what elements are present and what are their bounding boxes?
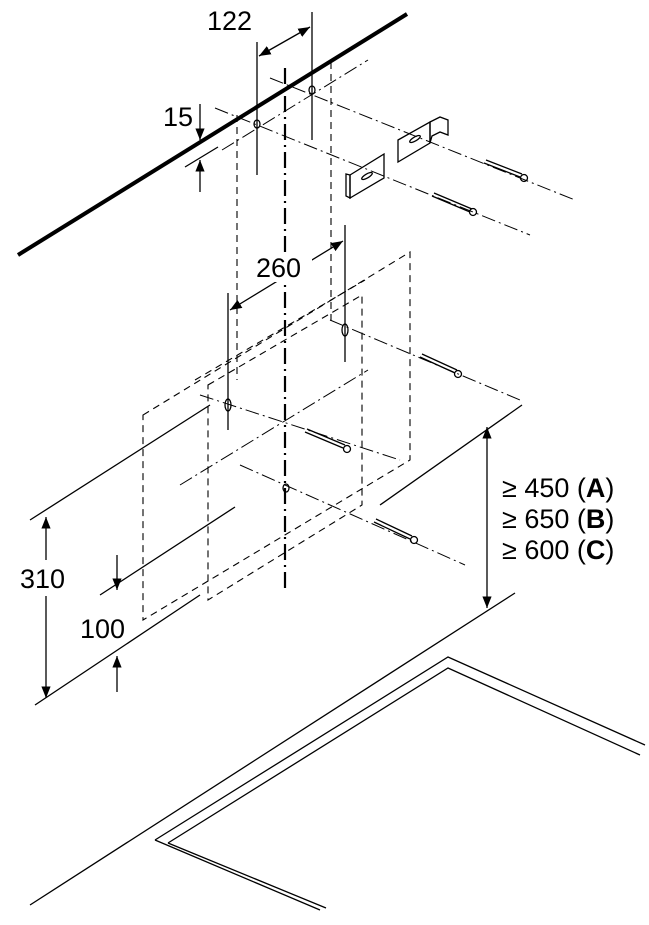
dim-label-15: 15 bbox=[163, 102, 193, 132]
screw-icon bbox=[419, 353, 463, 379]
hood-front-outline bbox=[207, 294, 363, 601]
clearance-suffix: ) bbox=[605, 535, 614, 565]
dim-arrow-122 bbox=[258, 26, 311, 57]
construction-line bbox=[239, 464, 466, 566]
screw-icon bbox=[483, 159, 529, 183]
construction-line bbox=[179, 369, 369, 486]
clearance-letter: B bbox=[586, 504, 606, 534]
ceiling-line bbox=[16, 12, 409, 257]
reference-line bbox=[99, 506, 236, 596]
clearance-prefix: ≥ 600 ( bbox=[502, 535, 586, 565]
reference-line bbox=[34, 594, 201, 706]
dim-label-310: 310 bbox=[20, 564, 65, 594]
construction-line bbox=[199, 394, 401, 461]
ceiling-offset-line bbox=[184, 146, 219, 168]
clearance-prefix: ≥ 650 ( bbox=[502, 504, 586, 534]
screw-icon bbox=[373, 518, 419, 545]
screw-icon bbox=[431, 192, 478, 217]
clearance-label-a: ≥ 450 (A) bbox=[502, 473, 614, 503]
dim-label-260: 260 bbox=[256, 253, 301, 283]
clearance-label-c: ≥ 600 (C) bbox=[502, 535, 614, 565]
construction-line bbox=[221, 59, 369, 151]
construction-line bbox=[269, 77, 576, 201]
cooktop-outline bbox=[154, 656, 646, 911]
worktop-line bbox=[29, 592, 516, 906]
clearance-suffix: ) bbox=[605, 504, 614, 534]
drill-hole-icon bbox=[282, 483, 290, 493]
hood-back-outline bbox=[142, 251, 411, 621]
hidden-line bbox=[194, 279, 366, 381]
clearance-prefix: ≥ 450 ( bbox=[502, 473, 586, 503]
reference-line bbox=[379, 404, 523, 506]
screw-icon bbox=[304, 428, 352, 454]
wall-bracket-icon bbox=[345, 152, 385, 200]
wall-bracket-icon bbox=[397, 116, 449, 164]
label-backing bbox=[18, 560, 76, 596]
label-backing bbox=[254, 252, 312, 282]
clearance-letter: C bbox=[586, 535, 606, 565]
clearance-letter: A bbox=[586, 473, 606, 503]
reference-line bbox=[29, 404, 211, 521]
construction-line bbox=[214, 107, 531, 236]
keyhole-icon bbox=[341, 323, 349, 337]
clearance-label-b: ≥ 650 (B) bbox=[502, 504, 614, 534]
dim-label-100: 100 bbox=[80, 614, 125, 644]
clearance-suffix: ) bbox=[605, 473, 614, 503]
dim-label-122: 122 bbox=[207, 6, 252, 36]
